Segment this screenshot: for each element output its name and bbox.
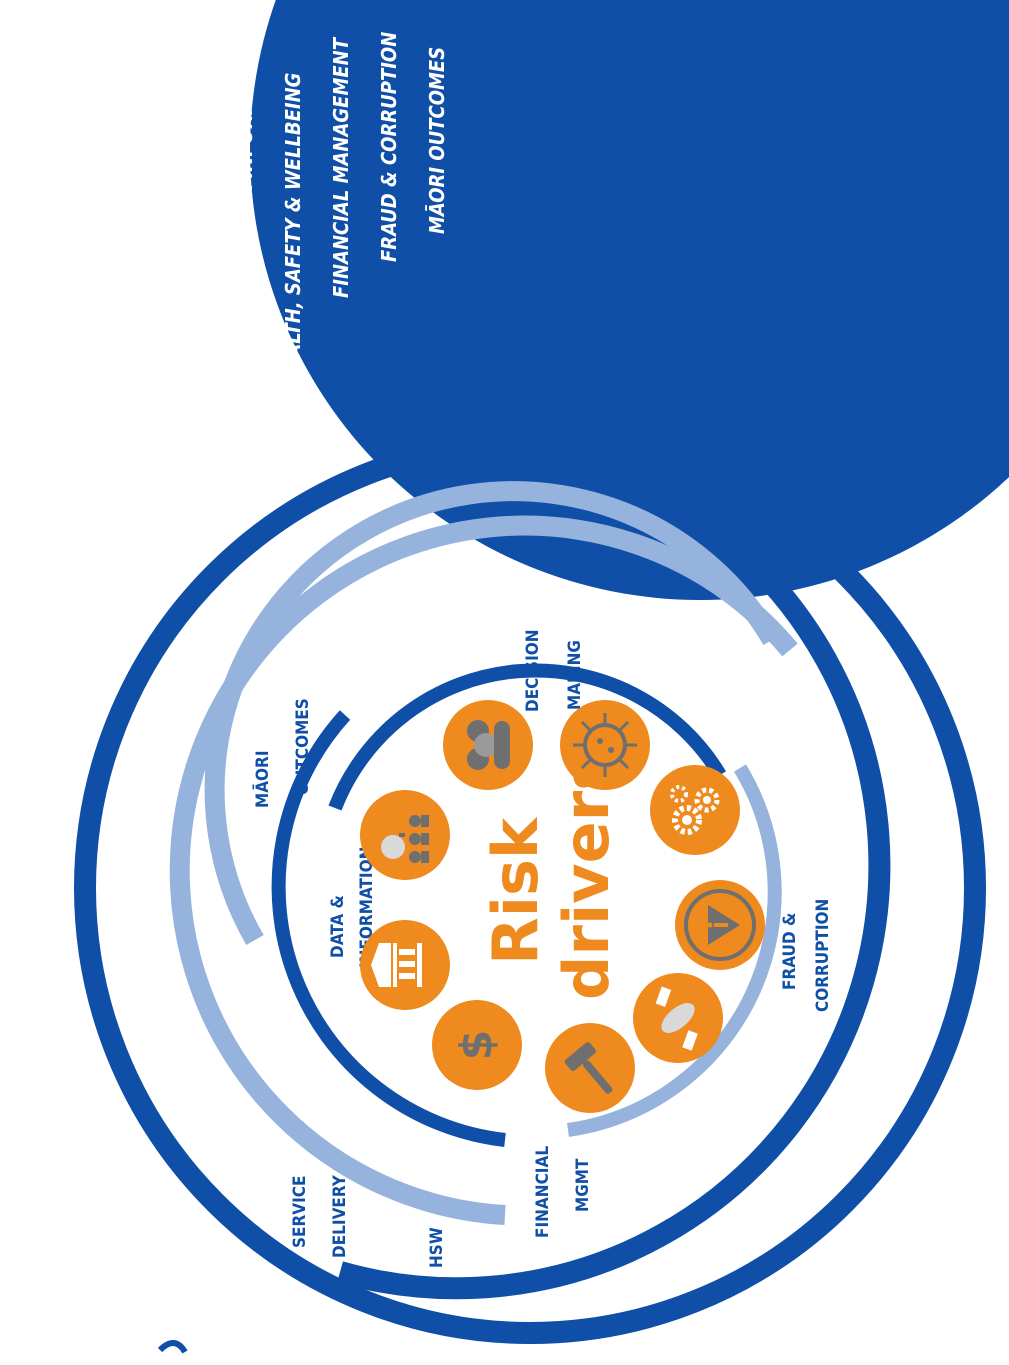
fraud-corruption-arc (567, 764, 782, 1137)
maori-outcomes-arc (204, 481, 781, 946)
decision-making-arc (328, 663, 727, 811)
top-risk-item: FINANCIAL MANAGEMENT (329, 36, 353, 298)
gears-icon (650, 765, 740, 855)
label-service-delivery: DELIVERY (330, 1174, 350, 1258)
handshake-icon (633, 973, 723, 1063)
top-risk-item: HEALTH, SAFETY & WELLBEING (281, 73, 305, 385)
top-risk-item: SERVICE DELIVERY (139, 48, 163, 238)
top-risk-item: DATA & INFORMATION (233, 36, 257, 258)
top-risks-title: Top risks (50, 50, 101, 240)
label-decision-making: MAKING (565, 640, 585, 710)
svg-text:$: $ (451, 1030, 502, 1061)
team-icon (360, 790, 450, 880)
outer-ring (74, 432, 986, 1344)
service-delivery-arc (337, 447, 891, 1300)
label-financial-mgmt: FINANCIAL (533, 1146, 553, 1238)
center-title: Risk drivers (479, 754, 623, 1000)
top-risk-item: MĀORI OUTCOMES (425, 47, 449, 234)
label-fraud-corruption: FRAUD & (780, 913, 800, 990)
people-icon (443, 700, 533, 790)
top-risk-item: DECISION MAKING (185, 17, 209, 203)
label-decision-making: DECISION (523, 629, 543, 712)
hammer-icon (545, 1023, 635, 1113)
center-title-drivers: drivers (550, 754, 623, 1000)
label-hsw: HSW (427, 1227, 447, 1268)
label-maori-outcomes: MĀORI (251, 750, 273, 808)
virus-icon (560, 700, 650, 790)
bank-icon (360, 920, 450, 1010)
center-title-risk: Risk (479, 816, 552, 965)
label-data-information: DATA & (328, 895, 348, 958)
icons: $ (360, 700, 765, 1113)
top-risks-panel: Top risks SERVICE DELIVERY DECISION MAKI… (50, 0, 1009, 600)
label-service-delivery: SERVICE (290, 1176, 310, 1248)
label-financial-mgmt: MGMT (573, 1158, 593, 1212)
data-information-arc (271, 710, 506, 1147)
label-maori-outcomes: OUTCOMES (293, 698, 313, 795)
dollar-icon: $ (432, 1000, 522, 1090)
corner-mark (157, 1340, 188, 1354)
label-fraud-corruption: CORRUPTION (813, 899, 833, 1012)
top-risk-item: FRAUD & CORRUPTION (377, 32, 401, 262)
warning-icon (675, 880, 765, 970)
rings (74, 432, 986, 1344)
